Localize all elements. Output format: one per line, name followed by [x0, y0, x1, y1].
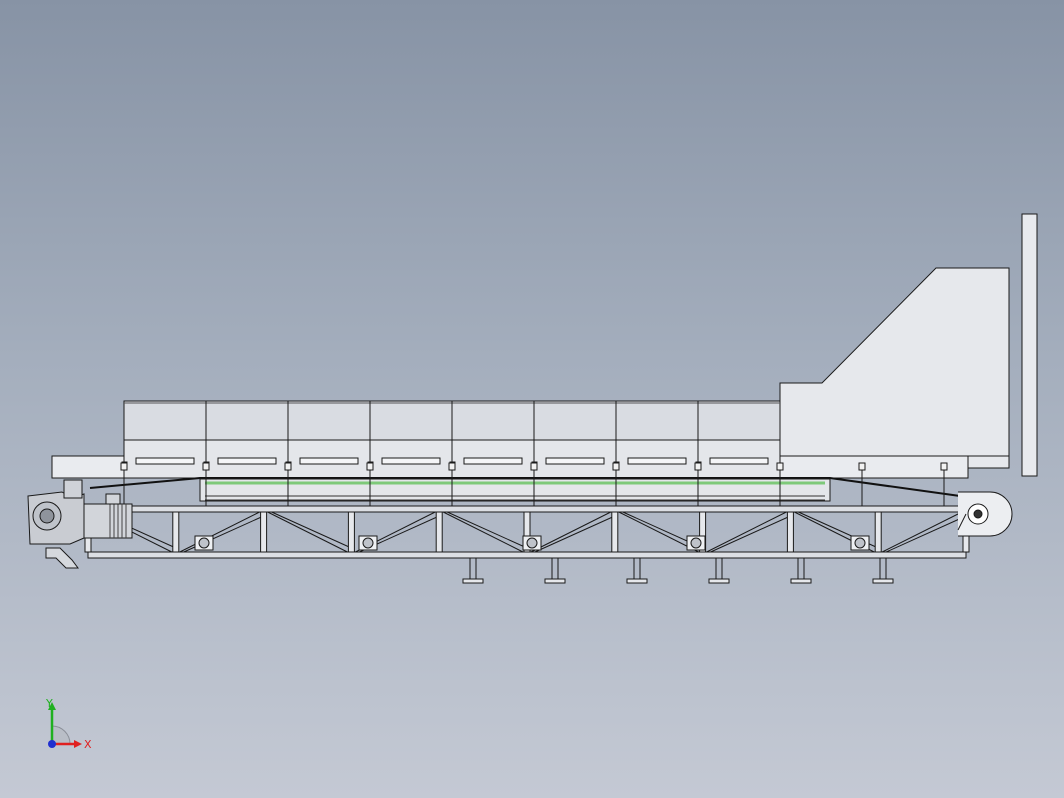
leg-base-plate [626, 578, 648, 584]
truss-post [172, 511, 180, 553]
hanger-clamp [284, 462, 292, 471]
x-axis-arrowhead [74, 740, 82, 748]
end-guard-plate [1021, 213, 1038, 477]
leg-base-plate [872, 578, 894, 584]
return-idler-roller [854, 537, 866, 549]
truss-post [611, 511, 619, 553]
housing-window [135, 457, 195, 465]
hanger-clamp [366, 462, 374, 471]
coordinate-triad: Y X [45, 697, 92, 751]
truss-diagonal [706, 511, 787, 553]
truss-diagonal [442, 511, 524, 553]
truss-diagonal [179, 511, 260, 553]
truss-diagonal [618, 511, 699, 553]
truss-diagonal [267, 511, 348, 553]
hanger-clamp [612, 462, 620, 471]
hanger-clamp [940, 462, 948, 471]
hanger-clamp [448, 462, 456, 471]
truss-diagonal [885, 515, 967, 553]
truss-post [260, 511, 268, 553]
leg-base-plate [462, 578, 484, 584]
truss-diagonal [710, 515, 791, 553]
hanger-clamp [694, 462, 702, 471]
hanger-clamp [776, 462, 784, 471]
truss-post [786, 511, 794, 553]
return-idlers [194, 535, 870, 551]
truss-post [523, 511, 531, 553]
truss-diagonal [271, 511, 352, 549]
truss-diagonal [534, 515, 616, 553]
truss-diagonal [446, 511, 528, 549]
hopper-chute [779, 267, 1010, 469]
conveyor-belt-top [89, 477, 961, 497]
tail-pulley [957, 491, 1013, 537]
hanger-clamp [858, 462, 866, 471]
leg-base-plate [708, 578, 730, 584]
truss-diagonal [530, 511, 612, 553]
leg-base-plate [544, 578, 566, 584]
z-axis-dot [48, 740, 56, 748]
y-axis-arrowhead [48, 702, 56, 710]
return-idler-roller [690, 537, 702, 549]
truss-post [699, 511, 707, 553]
housing-window [463, 457, 523, 465]
housing-window [299, 457, 359, 465]
truss-post [874, 511, 882, 553]
hanger-clamp [202, 462, 210, 471]
return-idler-roller [526, 537, 538, 549]
return-idler-roller [198, 537, 210, 549]
drive-motor [83, 493, 133, 539]
housing-window [545, 457, 605, 465]
truss-diagonal [881, 511, 963, 553]
housing-window [627, 457, 687, 465]
hanger-clamp [530, 462, 538, 471]
truss-post [435, 511, 443, 553]
return-idler-roller [362, 537, 374, 549]
support-legs [462, 558, 894, 584]
housing-window [381, 457, 441, 465]
leg-base-plate [790, 578, 812, 584]
y-axis-label: Y [45, 697, 53, 710]
housing-window [709, 457, 769, 465]
truss-post [347, 511, 355, 553]
hanger-clamp [120, 462, 128, 471]
drive-gearbox [27, 479, 85, 569]
housing-window [217, 457, 277, 465]
x-axis-label: X [84, 738, 92, 751]
